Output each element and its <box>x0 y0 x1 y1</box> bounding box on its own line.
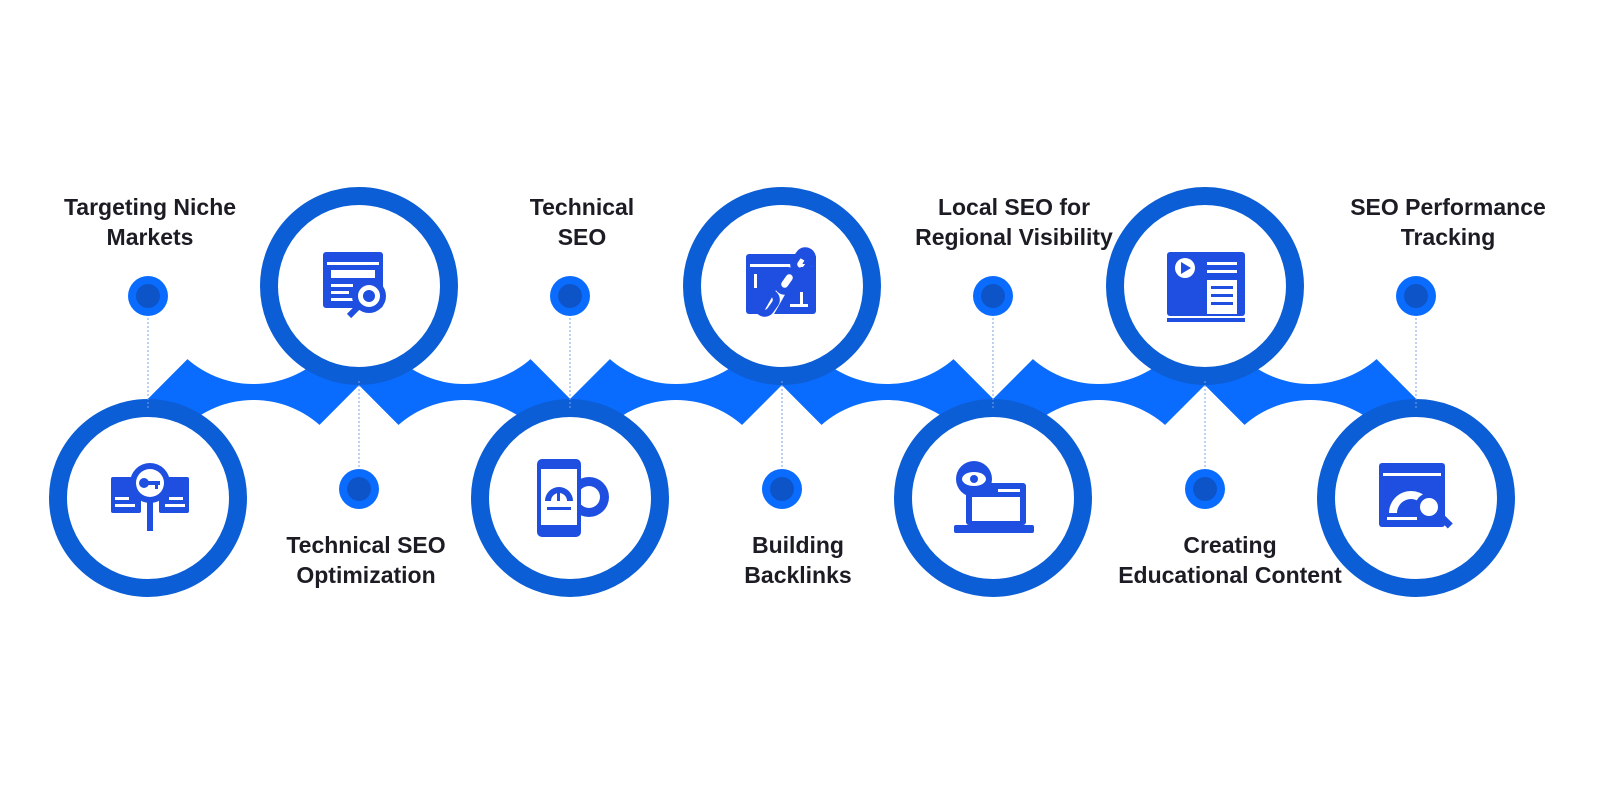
marker-dot-core <box>1404 284 1428 308</box>
laptop-eye-icon <box>950 457 1036 543</box>
marker-dot-core <box>981 284 1005 308</box>
mobile-speed-gear-icon <box>527 457 613 543</box>
marker-dot-core <box>770 477 794 501</box>
marker-dot-core <box>1193 477 1217 501</box>
chain-link-icon <box>740 244 826 330</box>
browser-gear-icon <box>317 244 403 330</box>
key-search-icon <box>107 457 193 543</box>
marker-dot-core <box>558 284 582 308</box>
marker-dot-core <box>136 284 160 308</box>
video-tutorial-icon <box>1163 244 1249 330</box>
speed-analytics-icon <box>1375 457 1461 543</box>
marker-dot-core <box>347 477 371 501</box>
